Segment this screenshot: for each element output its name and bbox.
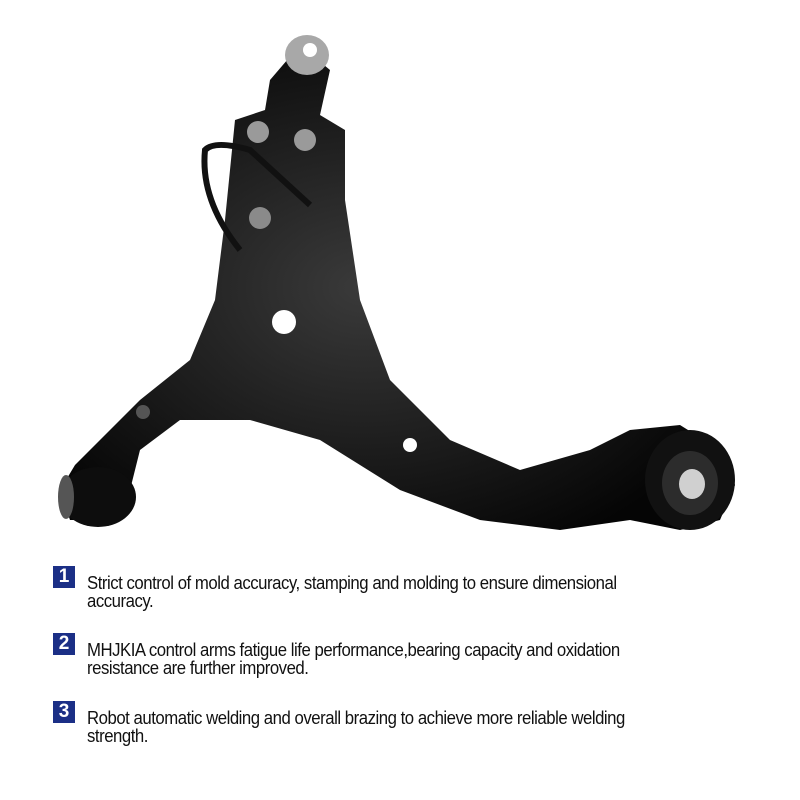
arm-body — [60, 45, 735, 530]
feature-text: resistance are further improved. — [87, 658, 309, 678]
bolt — [249, 207, 271, 229]
number-badge: 2 — [53, 633, 75, 655]
hole — [403, 438, 417, 452]
feature-text: strength. — [87, 726, 148, 746]
bolt — [247, 121, 269, 143]
bolt — [294, 129, 316, 151]
hole — [136, 405, 150, 419]
front-bushing — [60, 467, 136, 527]
hole — [272, 310, 296, 334]
feature-text: Robot automatic welding and overall braz… — [87, 708, 625, 728]
number-badge: 1 — [53, 566, 75, 588]
feature-text: Strict control of mold accuracy, stampin… — [87, 573, 617, 593]
feature-text: accuracy. — [87, 591, 154, 611]
number-badge: 3 — [53, 701, 75, 723]
control-arm-image — [58, 35, 735, 530]
feature-text: MHJKIA control arms fatigue life perform… — [87, 640, 620, 660]
